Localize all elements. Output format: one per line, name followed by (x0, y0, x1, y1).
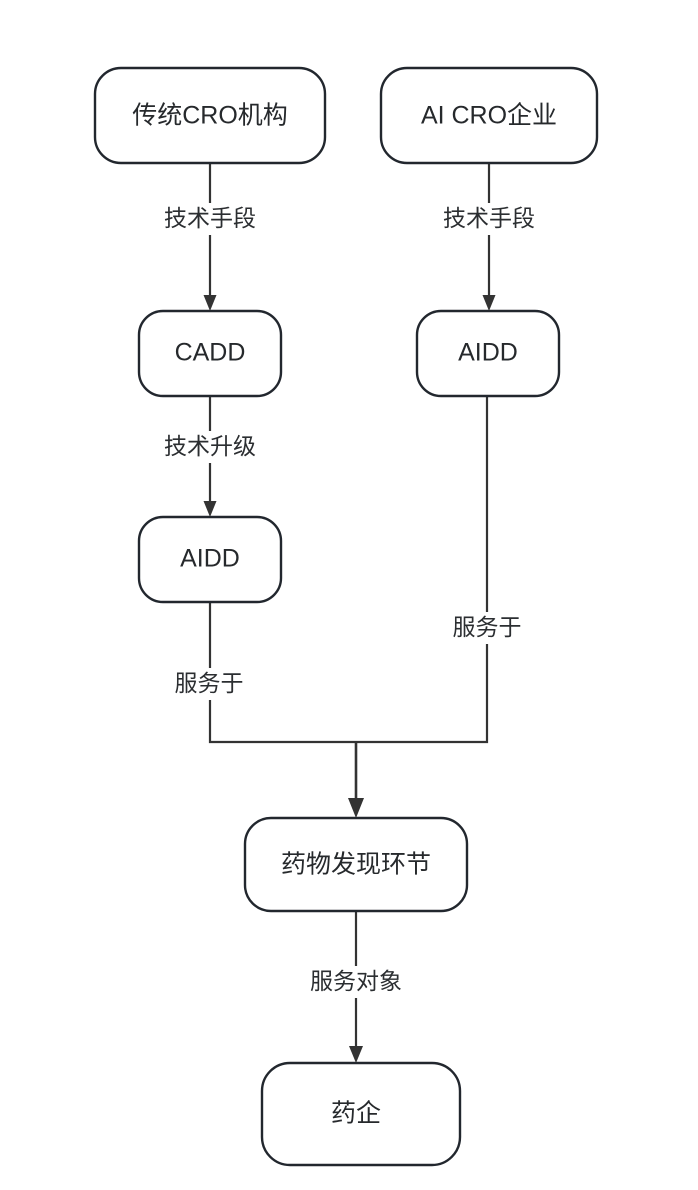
edge-label-backdrop (146, 431, 274, 463)
node-shape-rounded-rect[interactable] (243, 816, 469, 913)
node-label-ai-cro: AI CRO企业 (421, 102, 557, 130)
edge-label-backdrop (434, 612, 538, 644)
node-shape-rounded-rect[interactable] (137, 309, 283, 398)
node-label-cadd: CADD (175, 339, 246, 367)
edge-label-backdrop (146, 203, 274, 235)
arrow-head-icon (348, 798, 364, 818)
edge-traditional-cro-to-cadd: 技术手段 (146, 163, 274, 311)
edge-aidd-right-to-drug-discovery: 服务于 (356, 396, 538, 744)
edge-label-technology-upgrade: 技术升级 (164, 433, 256, 459)
node-cadd[interactable]: CADD (137, 309, 283, 398)
edge-label-serves-right: 服务于 (453, 614, 522, 640)
edge-label-serves-left: 服务于 (175, 670, 244, 696)
arrow-head-icon (349, 1046, 363, 1063)
node-aidd-right[interactable]: AIDD (415, 309, 561, 398)
edge-line (208, 602, 356, 744)
node-shape-rounded-rect[interactable] (260, 1061, 462, 1167)
node-shape-rounded-rect[interactable] (379, 66, 599, 165)
arrow-head-icon (482, 295, 496, 311)
edge-label-backdrop (291, 966, 421, 998)
node-shape-rounded-rect[interactable] (415, 309, 561, 398)
node-label-aidd-right: AIDD (458, 339, 518, 367)
node-label-aidd-left: AIDD (180, 545, 240, 573)
edge-label-service-target: 服务对象 (310, 968, 402, 994)
edge-line (356, 396, 489, 744)
node-drug-discovery[interactable]: 药物发现环节 (243, 816, 469, 913)
node-aidd-left[interactable]: AIDD (137, 515, 283, 604)
node-shape-rounded-rect[interactable] (93, 66, 327, 165)
edge-ai-cro-to-aidd-right: 技术手段 (425, 163, 553, 311)
edge-merge-to-drug-discovery (348, 742, 364, 818)
node-label-drug-discovery: 药物发现环节 (281, 851, 431, 879)
node-label-pharma: 药企 (331, 1100, 381, 1128)
node-traditional-cro[interactable]: 传统CRO机构 (93, 66, 327, 165)
edge-label-backdrop (425, 203, 553, 235)
edge-drug-discovery-to-pharma: 服务对象 (291, 911, 421, 1063)
arrow-head-icon (203, 295, 217, 311)
node-pharma[interactable]: 药企 (260, 1061, 462, 1167)
edge-label-backdrop (156, 668, 260, 700)
arrow-head-icon (203, 501, 217, 517)
edge-aidd-left-to-drug-discovery: 服务于 (156, 602, 356, 744)
edge-cadd-to-aidd-left: 技术升级 (146, 396, 274, 517)
edge-label-technical-means-left: 技术手段 (164, 205, 256, 231)
node-label-traditional-cro: 传统CRO机构 (132, 102, 288, 130)
edge-label-technical-means-right: 技术手段 (443, 205, 535, 231)
node-ai-cro[interactable]: AI CRO企业 (379, 66, 599, 165)
node-shape-rounded-rect[interactable] (137, 515, 283, 604)
